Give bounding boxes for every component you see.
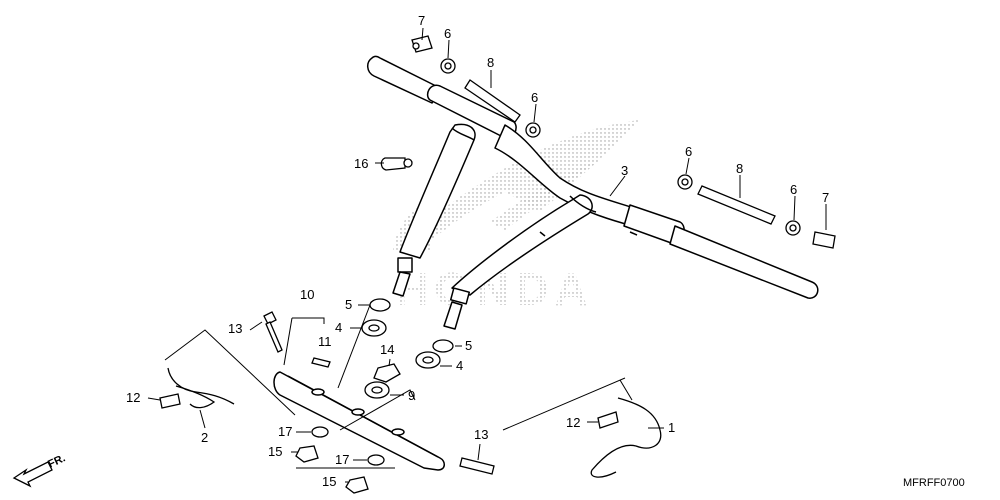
callout-6-mid: 6 xyxy=(531,90,538,105)
callout-8-left: 8 xyxy=(487,55,494,70)
callout-2: 2 xyxy=(201,430,208,445)
wire-clamps xyxy=(167,367,662,478)
callout-16: 16 xyxy=(354,156,368,171)
leader-lines xyxy=(147,27,827,483)
callout-6-top: 6 xyxy=(444,26,451,41)
callout-3: 3 xyxy=(621,163,628,178)
callout-5-left: 5 xyxy=(345,297,352,312)
callout-12-right: 12 xyxy=(566,415,580,430)
callout-1: 1 xyxy=(668,420,675,435)
callout-10: 10 xyxy=(300,287,314,302)
callout-13-upper: 13 xyxy=(228,321,242,336)
callout-labels: 7 6 8 6 16 3 6 8 6 7 10 13 11 5 4 14 5 4… xyxy=(126,13,829,489)
handlebar xyxy=(367,55,819,330)
callout-13-lower: 13 xyxy=(474,427,488,442)
callout-17-upper: 17 xyxy=(278,424,292,439)
callout-8-right: 8 xyxy=(736,161,743,176)
callout-6-right-a: 6 xyxy=(685,144,692,159)
upper-holder xyxy=(273,371,445,471)
callout-4-left: 4 xyxy=(335,320,342,335)
callout-4-right: 4 xyxy=(456,358,463,373)
front-direction-label: FR. xyxy=(46,452,67,470)
small-parts xyxy=(159,35,836,494)
callout-6-right-b: 6 xyxy=(790,182,797,197)
callout-12-left: 12 xyxy=(126,390,140,405)
callout-5-right: 5 xyxy=(465,338,472,353)
callout-7-right: 7 xyxy=(822,190,829,205)
callout-9: 9 xyxy=(408,388,415,403)
callout-14: 14 xyxy=(380,342,394,357)
callout-15-lower: 15 xyxy=(322,474,336,489)
callout-7-left: 7 xyxy=(418,13,425,28)
figure-code: MFRFF0700 xyxy=(903,477,965,489)
front-direction-arrow: FR. xyxy=(12,452,67,488)
callout-17-lower: 17 xyxy=(335,452,349,467)
callout-11: 11 xyxy=(318,334,332,349)
callout-15-upper: 15 xyxy=(268,444,282,459)
